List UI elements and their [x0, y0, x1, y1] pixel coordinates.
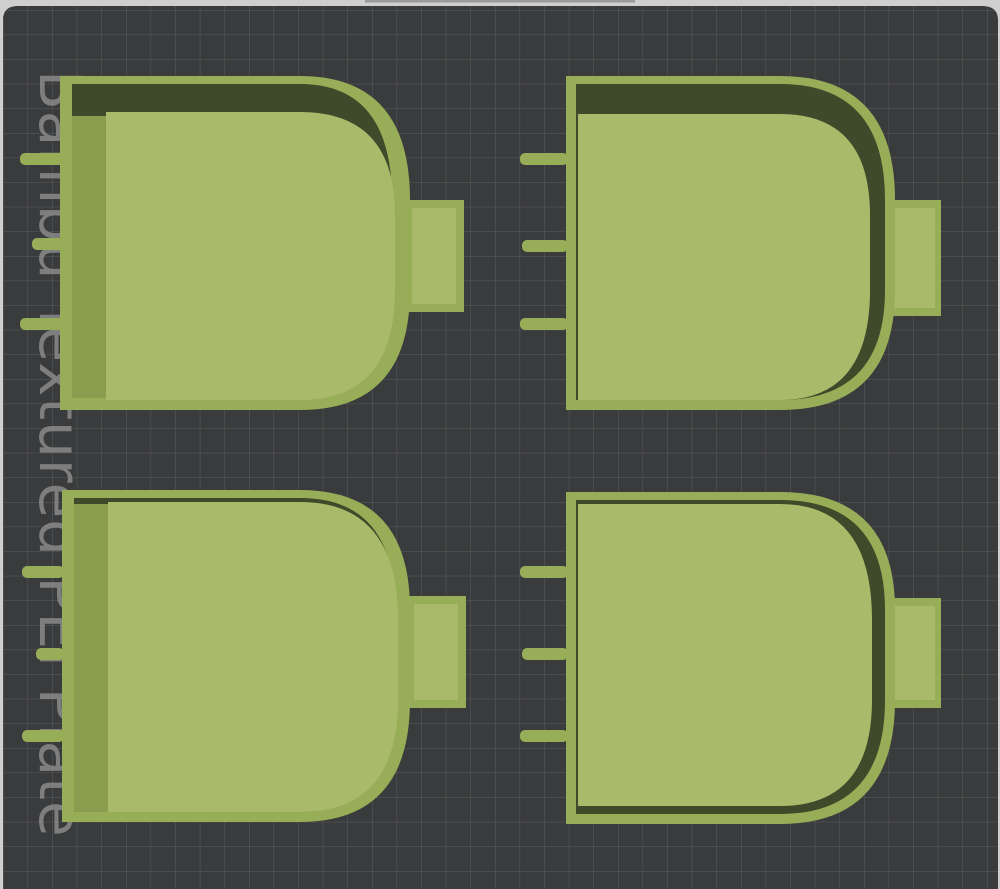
part-bottom-right[interactable]	[520, 492, 941, 824]
part-top-left[interactable]	[20, 76, 464, 410]
part-top-right[interactable]	[520, 76, 941, 410]
part-bottom-left[interactable]	[22, 490, 466, 822]
